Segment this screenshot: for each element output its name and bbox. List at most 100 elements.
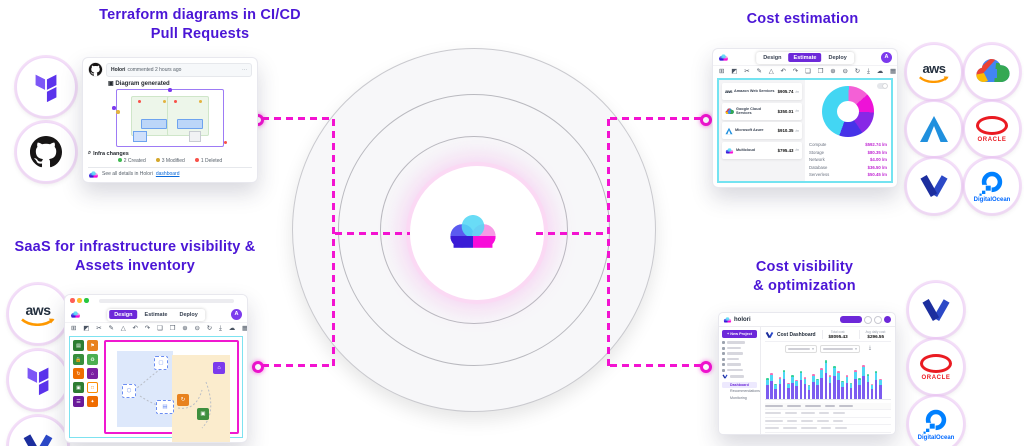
diagram-marker [223,140,227,144]
service-node[interactable]: ⬡ [122,384,136,398]
help-icon[interactable] [864,315,872,324]
currency-toggle[interactable] [877,83,888,89]
browser-titlebar [65,295,247,306]
connector-line [262,117,334,120]
cost-bar [828,375,832,399]
tab-deploy[interactable]: Deploy [179,311,198,318]
oracle-icon [976,115,1008,135]
image-icon: ▣ [108,81,114,87]
title-line: Assets inventory [74,257,196,274]
minimize-window-icon[interactable] [77,298,82,303]
editor-canvas-area: ▤⚑🔒♻ ↻⌂▣□ ☰✦ ⬡ ▢ ▤ ↻ ⌂ ▣ [69,336,243,442]
github-icon [30,136,62,168]
sidebar-vultr-project[interactable] [722,374,757,379]
github-pr-comment-card: Holori commented 2 hours ago ··· ▣ Diagr… [82,57,258,183]
zoom-window-icon[interactable] [84,298,89,303]
service-node[interactable]: ⌂ [213,362,225,374]
cost-bar [824,360,828,399]
total-cost-stat: Total cost: $8095.43 [822,330,852,339]
cost-bar [774,384,777,399]
user-avatar[interactable]: A [881,51,892,63]
diagram-canvas[interactable]: ⬡ ▢ ▤ ↻ ⌂ ▣ [104,340,239,442]
service-node[interactable]: ▢ [154,356,168,370]
upgrade-button[interactable] [840,316,862,323]
tab-deploy[interactable]: Deploy [828,54,847,61]
table-row[interactable] [765,425,891,433]
cost-bar [858,378,861,399]
title-cost-visibility: Cost visibility & optimization [712,258,897,295]
sidebar-item[interactable] [722,352,757,355]
avg-daily-cost-stat: Avg daily cost: $296.55 [859,330,891,339]
component-palette[interactable]: ▤⚑🔒♻ ↻⌂▣□ ☰✦ [73,340,100,434]
sidebar-item[interactable] [722,341,757,344]
mode-tabs: Design Estimate Deploy [107,308,205,321]
page-title: Cost Dashboard [777,331,816,338]
sidebar-item[interactable] [722,363,757,366]
table-row[interactable] [765,418,891,425]
title-cost-estimation: Cost estimation [705,10,900,29]
dashboard-main: Cost Dashboard Total cost: $8095.43 Avg … [761,327,895,435]
cost-bar-chart [765,355,891,400]
date-range-dropdown[interactable]: ▾ [819,344,860,353]
aws-badge: aws [8,284,68,344]
vultr-icon [920,296,952,324]
sidebar-item[interactable] [722,346,757,350]
cost-bar [874,371,878,399]
address-bar[interactable] [99,298,234,303]
close-window-icon[interactable] [70,298,75,303]
service-node[interactable]: ▤ [156,400,174,414]
pr-footer: See all details in Holori dashboard [88,167,252,178]
gcp-icon [725,108,734,115]
user-avatar[interactable]: A [231,308,242,320]
tab-estimate[interactable]: Estimate [144,311,168,318]
comment-menu-icon[interactable]: ··· [242,66,247,73]
sidebar-item[interactable] [722,368,757,372]
provider-row-aws[interactable]: aws Amazon Web Services $905.74 /m [722,83,802,100]
sidebar-item-dashboard[interactable]: Dashboard [722,381,757,389]
terraform-icon [27,367,49,396]
tab-estimate[interactable]: Estimate [788,53,822,62]
cost-legend: Compute$592.74 /m Storage$80.35 /m Netwo… [809,141,887,179]
estimation-toolbar[interactable]: ⊞ ◩ ✂ ✎ △ ↶ ↷ ❏ ❐ ⊕ ⊖ ↻ ⤓ ☁ ▦ [713,65,897,77]
aws-logo: aws [20,303,56,326]
sidebar-item-recommendations[interactable]: Recommendations [730,389,760,394]
notifications-icon[interactable] [874,315,882,324]
vultr-icon [722,374,728,379]
cost-bar [833,366,836,399]
tab-design[interactable]: Design [763,54,782,61]
filter-dropdown[interactable]: ▾ [784,344,817,353]
comment-header: Holori commented 2 hours ago ··· [106,62,252,77]
connector-dot [700,361,712,373]
estimation-content: aws Amazon Web Services $905.74 /m Googl… [717,78,893,183]
estimation-header: Design Estimate Deploy A [713,49,897,65]
sidebar-item-monitoring[interactable]: Monitoring [730,396,747,401]
table-row[interactable] [765,433,891,435]
provider-row-multicloud[interactable]: Multicloud $795.43 /m [722,141,802,159]
tab-design[interactable]: Design [109,310,138,319]
service-node[interactable]: ▣ [197,408,209,420]
cost-bar [870,384,874,399]
digitalocean-badge: DigitalOcean [908,396,964,446]
holori-editor-window: Design Estimate Deploy A ⊞ ◩ ✂ ✎ △ ↶ ↷ ❏… [64,294,248,443]
gcp-icon [974,59,1010,85]
connector-line [332,119,335,367]
cost-bar [866,374,870,399]
cost-table [765,402,891,435]
editor-toolbar[interactable]: ⊞ ◩ ✂ ✎ △ ↶ ↷ ❏ ❐ ⊕ ⊖ ↻ ⤓ ☁ ▦ [65,322,247,334]
user-avatar[interactable] [884,316,891,323]
new-project-button[interactable]: + New Project [722,330,757,338]
title-line: Pull Requests [150,25,250,42]
cost-bar [807,385,811,399]
table-row[interactable] [765,410,891,418]
download-icon[interactable]: ⤓ [868,344,872,351]
holori-logo-icon [88,170,99,178]
service-node[interactable]: ↻ [177,394,189,406]
provider-row-azure[interactable]: Microsoft Azure $910.35 /m [722,122,802,139]
cost-bar [799,371,803,399]
dashboard-link[interactable]: dashboard [155,171,180,177]
middle-ring [338,94,610,366]
provider-row-gcp[interactable]: Google Cloud Services $350.01 /m [722,102,802,120]
title-terraform-cicd: Terraform diagrams in CI/CD Pull Request… [55,6,345,43]
sidebar-item[interactable] [722,357,757,361]
